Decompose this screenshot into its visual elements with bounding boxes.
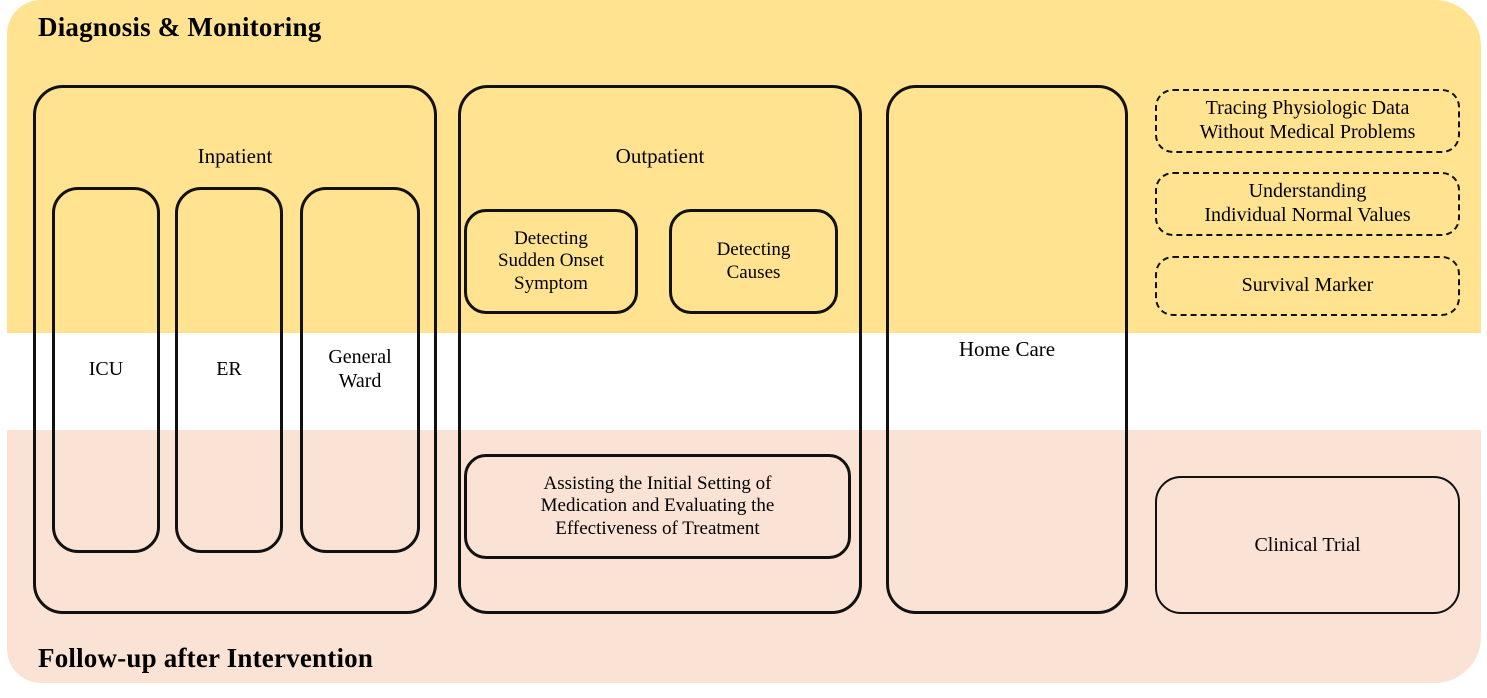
node-detecting-causes-label: Detecting Causes (716, 239, 791, 283)
group-inpatient[interactable]: Inpatient (33, 85, 437, 614)
band-diagnosis-monitoring (7, 0, 1481, 333)
node-er[interactable]: ER (175, 187, 283, 553)
node-icu-label: ICU (88, 358, 124, 381)
node-detecting-causes[interactable]: Detecting Causes (669, 209, 838, 314)
node-detecting-sudden-onset-symptom-label: Detecting Sudden Onset Symptom (497, 227, 605, 294)
node-assisting-initial-setting-medication-label: Assisting the Initial Setting of Medicat… (540, 472, 775, 539)
group-home-care-label: Home Care (958, 337, 1056, 362)
node-understanding-individual-normal-values[interactable]: Understanding Individual Normal Values (1155, 172, 1460, 236)
band-title-diagnosis-monitoring: Diagnosis & Monitoring (38, 12, 322, 42)
group-home-care[interactable]: Home Care (886, 85, 1128, 614)
node-survival-marker-label: Survival Marker (1241, 274, 1374, 297)
node-general-ward[interactable]: General Ward (300, 187, 420, 553)
node-clinical-trial-label: Clinical Trial (1254, 533, 1361, 556)
group-outpatient[interactable]: Outpatient (458, 85, 862, 614)
node-clinical-trial[interactable]: Clinical Trial (1155, 476, 1460, 614)
node-understanding-individual-normal-values-label: Understanding Individual Normal Values (1204, 180, 1411, 226)
node-detecting-sudden-onset-symptom[interactable]: Detecting Sudden Onset Symptom (464, 209, 638, 314)
band-title-followup-intervention: Follow-up after Intervention (38, 643, 374, 673)
node-tracing-physiologic-data[interactable]: Tracing Physiologic Data Without Medical… (1155, 89, 1460, 153)
group-inpatient-label: Inpatient (197, 144, 273, 168)
node-survival-marker[interactable]: Survival Marker (1155, 256, 1460, 316)
group-outpatient-label: Outpatient (615, 144, 705, 168)
node-general-ward-label: General Ward (328, 346, 392, 392)
node-er-label: ER (216, 358, 242, 381)
node-tracing-physiologic-data-label: Tracing Physiologic Data Without Medical… (1199, 97, 1416, 143)
node-icu[interactable]: ICU (52, 187, 160, 553)
node-assisting-initial-setting-medication[interactable]: Assisting the Initial Setting of Medicat… (464, 454, 851, 559)
